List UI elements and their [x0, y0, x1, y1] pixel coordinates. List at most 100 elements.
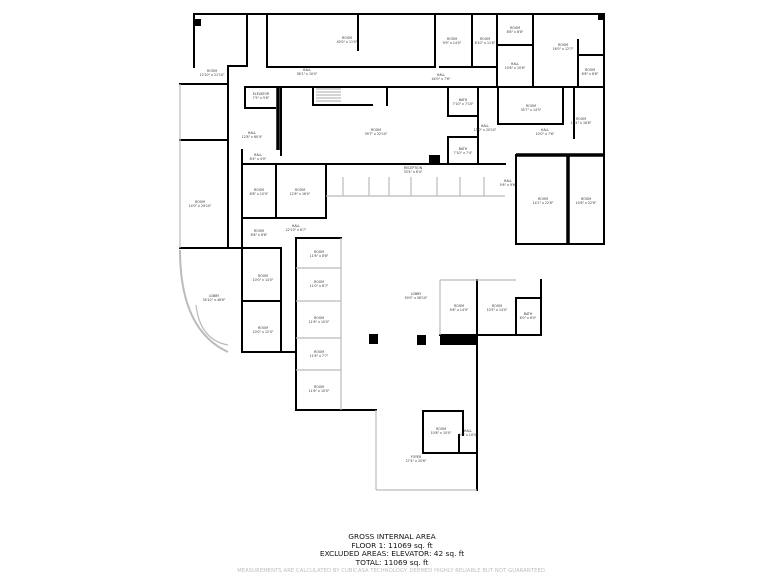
room-dimensions: 16'0" x 12'7"	[552, 47, 574, 51]
room-name: HALL	[291, 224, 301, 228]
room-name: BATH	[523, 312, 533, 316]
room-name: ROOM	[454, 304, 464, 308]
room-dimensions: 4'0" x 10'0"	[458, 433, 478, 437]
room-dimensions: 12'4" x 16'8"	[570, 121, 592, 125]
room-name: LOBBY	[410, 292, 422, 296]
room-dimensions: 35'7" x 14'5"	[520, 108, 542, 112]
room-name: BATH	[458, 147, 468, 151]
room-dimensions: 8'4" x 4'0"	[249, 157, 267, 161]
room-name: ROOM	[371, 128, 381, 132]
disclaimer: MEASUREMENTS ARE CALCULATED BY CUBICASA …	[237, 568, 547, 574]
room-name: RECEPTION	[403, 166, 423, 170]
room-dimensions: 8'8" x 10'0"	[249, 192, 269, 196]
room-dimensions: 6'10" x 11'6"	[474, 41, 496, 45]
floor-plan-drawing	[179, 13, 605, 491]
room-dimensions: 22'10" x 6'7"	[285, 228, 307, 232]
room-name: HALL	[540, 128, 550, 132]
room-name: ROOM	[576, 117, 586, 121]
room-dimensions: 27'4" x 20'6"	[405, 459, 427, 463]
room-dimensions: 33'4" x 6'4"	[403, 170, 423, 174]
room-name: ROOM	[314, 250, 324, 254]
room-dimensions: 44'0" x 7'6"	[431, 77, 451, 81]
room-name: ROOM	[480, 37, 490, 41]
room-dimensions: 10'6" x 10'6"	[504, 66, 526, 70]
summary-excluded: EXCLUDED AREAS: ELEVATOR: 42 sq. ft	[319, 549, 465, 559]
room-name: BATH	[458, 98, 468, 102]
room-dimensions: 7'10" x 7'10"	[452, 102, 474, 106]
room-name: ROOM	[342, 36, 352, 40]
room-name: FOYER	[410, 455, 422, 459]
room-dimensions: 11'6" x 10'0"	[308, 320, 330, 324]
room-dimensions: 12'6" x 16'0"	[289, 192, 311, 196]
room-dimensions: 11'0" x 8'7"	[309, 284, 329, 288]
room-name: HALL	[480, 124, 490, 128]
room-name: ROOM	[314, 385, 324, 389]
room-dimensions: 36'1" x 10'0"	[296, 72, 318, 76]
room-name: ROOM	[314, 350, 324, 354]
summary-floor: FLOOR 1: 11069 sq. ft	[351, 540, 433, 550]
room-name: ROOM	[195, 200, 205, 204]
room-dimensions: 7'10" x 7'4"	[453, 151, 473, 155]
room-name: HALL	[247, 131, 257, 135]
room-name: ROOM	[585, 68, 595, 72]
room-dimensions: 8'8" x 8'8"	[250, 233, 268, 237]
room-dimensions: 39'7" x 22'10"	[364, 132, 388, 136]
room-dimensions: 8'8" x 8'8"	[506, 30, 524, 34]
summary-title: GROSS INTERNAL AREA	[348, 532, 436, 541]
room-name: ROOM	[526, 104, 536, 108]
room-dimensions: 12'8" x 60'4"	[241, 135, 263, 139]
room-name: ROOM	[581, 197, 591, 201]
room-name: ROOM	[295, 188, 305, 192]
room-dimensions: 8'8" x 8'8"	[581, 72, 599, 76]
room-name: ROOM	[254, 229, 264, 233]
room-name: HALL	[503, 179, 513, 183]
room-dimensions: 12'10" x 21'10"	[199, 73, 225, 77]
room-name: ROOM	[492, 304, 502, 308]
room-name: LOBBY	[208, 294, 220, 298]
room-dimensions: 11'6" x 7'7"	[309, 354, 329, 358]
summary-total: TOTAL: 11069 sq. ft	[355, 557, 429, 567]
room-name: ROOM	[447, 37, 457, 41]
room-dimensions: 10'6" x 22'6"	[575, 201, 597, 205]
room-dimensions: 7'5" x 5'6"	[252, 96, 270, 100]
room-dimensions: 10'0" x 7'6"	[535, 132, 555, 136]
room-dimensions: 10'0" x 14'0"	[252, 278, 274, 282]
room-dimensions: 10'8" x 10'0"	[430, 431, 452, 435]
room-dimensions: 11'6" x 8'8"	[309, 254, 329, 258]
room-dimensions: 14'0" x 29'10"	[188, 204, 212, 208]
room-name: ROOM	[558, 43, 568, 47]
room-dimensions: 10'5" x 14'0"	[486, 308, 508, 312]
room-name: ELEVATOR	[252, 92, 270, 96]
